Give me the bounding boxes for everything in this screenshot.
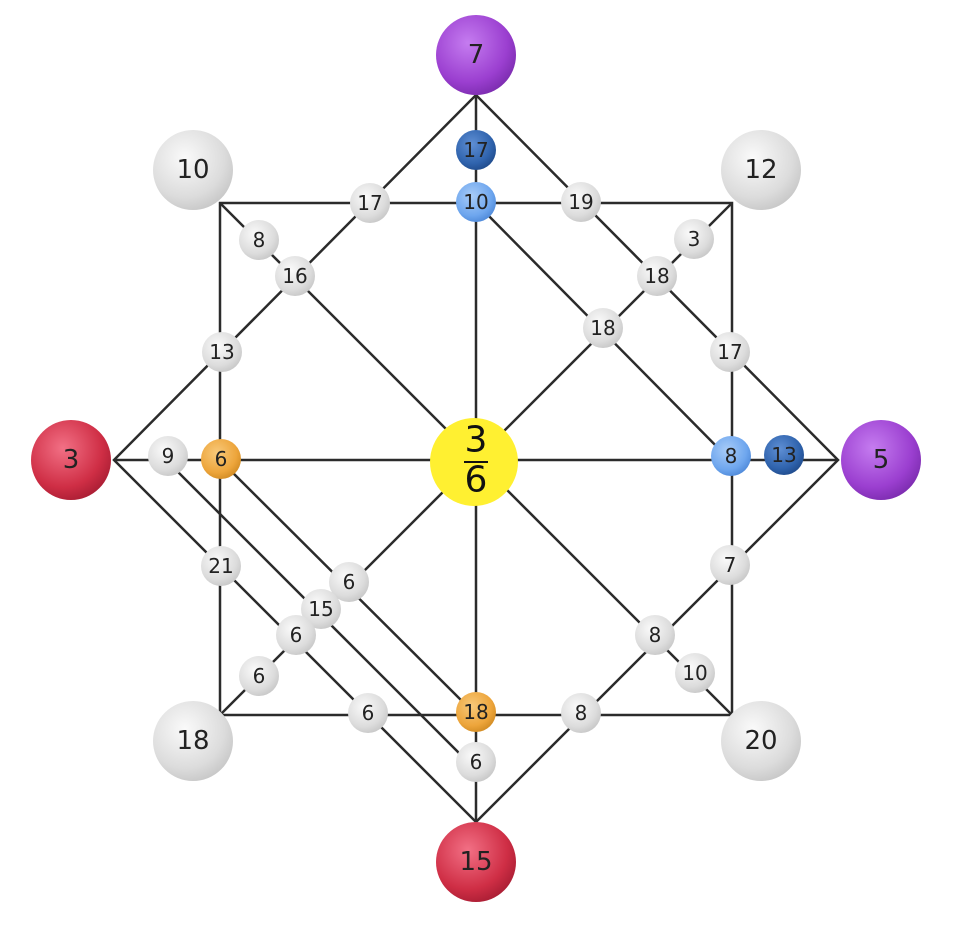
center-denominator: 6 [465,460,488,501]
tip-bottom-label: 15 [459,847,492,877]
node-bottom-below[interactable]: 6 [456,742,496,782]
node-lr-b[interactable]: 10 [675,653,715,693]
tip-right-label: 5 [873,445,890,475]
tip-top[interactable]: 7 [436,15,516,95]
node-bottom-right-edge-label: 8 [575,701,588,725]
node-tr-b-label: 18 [644,264,669,288]
node-tl-b-label: 16 [282,264,307,288]
corner-top-left-label: 10 [176,155,209,185]
node-tl-a-label: 8 [253,228,266,252]
node-ll-b[interactable]: 15 [301,589,341,629]
node-right-upper[interactable]: 17 [710,332,750,372]
node-tr-b[interactable]: 18 [637,256,677,296]
corner-top-right-label: 12 [744,155,777,185]
node-ll-a-label: 6 [343,570,356,594]
node-top-blue-label: 10 [463,190,488,214]
node-bottom-below-label: 6 [470,750,483,774]
node-top-left-edge[interactable]: 17 [350,183,390,223]
tip-left[interactable]: 3 [31,420,111,500]
tip-top-label: 7 [468,40,485,70]
node-top-right-edge[interactable]: 19 [561,182,601,222]
center-numerator: 3 [465,420,488,461]
node-top-dark[interactable]: 17 [456,130,496,170]
node-right-blue-label: 8 [725,444,738,468]
node-ll-b-label: 15 [308,597,333,621]
node-top-dark-label: 17 [463,138,488,162]
tip-right[interactable]: 5 [841,420,921,500]
node-bottom-orange-label: 18 [463,700,488,724]
tip-bottom[interactable]: 15 [436,822,516,902]
node-left-orange-label: 6 [215,447,228,471]
node-bottom-left-edge-label: 6 [362,701,375,725]
node-left-lower-label: 21 [208,554,233,578]
node-bottom-right-edge[interactable]: 8 [561,693,601,733]
tip-left-label: 3 [63,445,80,475]
node-top-right-edge-label: 19 [568,190,593,214]
node-ll-a[interactable]: 6 [329,562,369,602]
node-left-upper-label: 13 [209,340,234,364]
node-tr-a[interactable]: 3 [674,219,714,259]
node-tl-a[interactable]: 8 [239,220,279,260]
node-left-a[interactable]: 9 [148,436,188,476]
node-lr-a[interactable]: 8 [635,615,675,655]
node-tr-a-label: 3 [688,227,701,251]
node-right-blue[interactable]: 8 [711,436,751,476]
node-top-left-edge-label: 17 [357,191,382,215]
corner-bottom-left[interactable]: 18 [153,701,233,781]
corner-bottom-right[interactable]: 20 [721,701,801,781]
node-lr-b-label: 10 [682,661,707,685]
node-right-dark[interactable]: 13 [764,435,804,475]
node-left-upper[interactable]: 13 [202,332,242,372]
node-right-lower-label: 7 [724,553,737,577]
node-tr-c[interactable]: 18 [583,308,623,348]
node-right-lower[interactable]: 7 [710,545,750,585]
node-left-orange[interactable]: 6 [201,439,241,479]
node-left-a-label: 9 [162,444,175,468]
node-ll-d[interactable]: 6 [239,656,279,696]
corner-bottom-right-label: 20 [744,726,777,756]
corner-top-left[interactable]: 10 [153,130,233,210]
node-left-lower[interactable]: 21 [201,546,241,586]
node-top-blue[interactable]: 10 [456,182,496,222]
node-lr-a-label: 8 [649,623,662,647]
node-bottom-orange[interactable]: 18 [456,692,496,732]
center-node[interactable]: 3 6 [430,418,518,506]
node-ll-c-label: 6 [290,623,303,647]
node-tl-b[interactable]: 16 [275,256,315,296]
small-nodes: 17 10 17 19 8 16 13 3 18 18 17 9 6 8 13 … [148,130,804,782]
node-bottom-left-edge[interactable]: 6 [348,693,388,733]
node-tr-c-label: 18 [590,316,615,340]
corner-bottom-left-label: 18 [176,726,209,756]
corner-top-right[interactable]: 12 [721,130,801,210]
node-right-dark-label: 13 [771,443,796,467]
node-ll-d-label: 6 [253,664,266,688]
node-right-upper-label: 17 [717,340,742,364]
node-ll-c[interactable]: 6 [276,615,316,655]
